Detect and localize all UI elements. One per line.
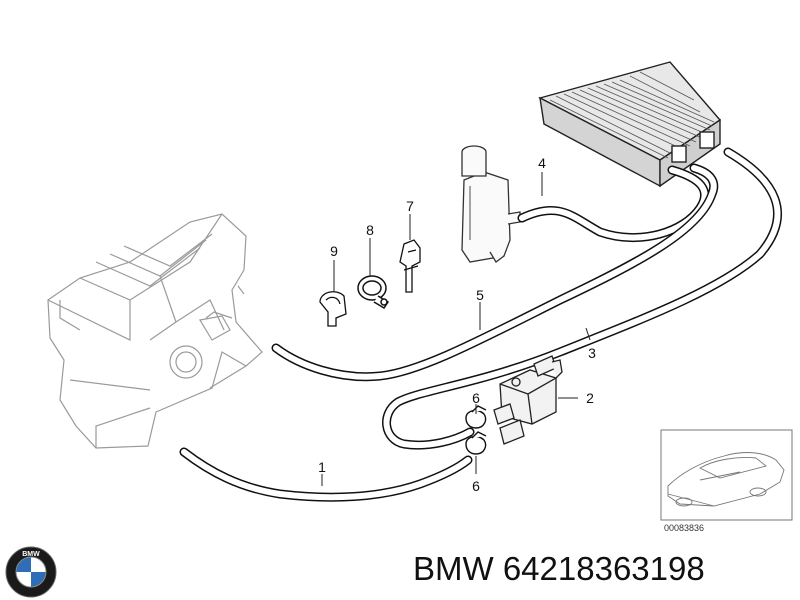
callout-9: 9: [330, 243, 338, 259]
hose-clip: [399, 239, 421, 293]
callout-1: 1: [318, 459, 326, 475]
callout-6-upper: 6: [472, 390, 480, 406]
engine-block: [47, 213, 263, 449]
callout-labels: 1 2 3 4 5 6 6 7 8 9: [318, 155, 596, 494]
bmw-roundel-logo: BMW: [5, 546, 57, 598]
logo-text: BMW: [22, 551, 40, 558]
hose-clamps: [465, 405, 487, 455]
callout-6-lower: 6: [472, 478, 480, 494]
reference-code: 00083836: [664, 523, 704, 533]
leader-lines: [321, 172, 591, 486]
callout-2: 2: [586, 390, 594, 406]
band-clamp: [357, 275, 390, 310]
part-number-caption: BMW 64218363198: [413, 547, 705, 591]
brand-name: BMW: [413, 550, 494, 587]
hoses: [179, 147, 782, 502]
hose-holder: [319, 291, 347, 327]
water-valve: [493, 355, 563, 445]
callout-4: 4: [538, 155, 546, 171]
callout-3: 3: [588, 345, 596, 361]
callout-8: 8: [366, 222, 374, 238]
callout-5: 5: [476, 287, 484, 303]
vehicle-thumbnail: 00083836: [660, 429, 793, 533]
expansion-tank: [461, 145, 521, 263]
part-number: 64218363198: [502, 550, 705, 587]
callout-7: 7: [406, 198, 414, 214]
